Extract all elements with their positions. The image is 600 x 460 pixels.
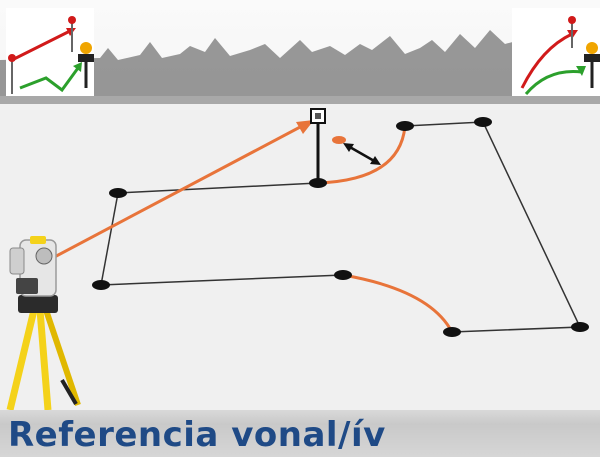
illustration-scene bbox=[0, 0, 600, 410]
prism-target-center bbox=[315, 113, 321, 119]
page-title: Referencia vonal/ív bbox=[8, 415, 386, 455]
polygon-point bbox=[571, 322, 589, 332]
polygon-point bbox=[443, 327, 461, 337]
offset-marker bbox=[332, 136, 346, 144]
skyline-backdrop bbox=[0, 30, 600, 410]
offset-arrowhead-a bbox=[343, 143, 354, 152]
offset-arrowhead-b bbox=[370, 156, 381, 165]
polygon-line-upper bbox=[117, 182, 319, 194]
polygon-point bbox=[309, 178, 327, 188]
total-station-instrument bbox=[6, 236, 81, 410]
polygon-line-right bbox=[404, 121, 582, 333]
reference-line-arc-icon bbox=[6, 8, 94, 96]
measurement-arrow bbox=[44, 124, 303, 264]
polygon-point bbox=[474, 117, 492, 127]
reference-arc-lower bbox=[342, 273, 454, 333]
polygon-point bbox=[109, 188, 127, 198]
reference-line-diagram bbox=[6, 108, 589, 410]
polygon-line-lower bbox=[100, 274, 344, 286]
measurement-arrowhead bbox=[296, 120, 314, 134]
title-bar: Referencia vonal/ív bbox=[0, 410, 600, 457]
polygon-point bbox=[396, 121, 414, 131]
polygon-point bbox=[334, 270, 352, 280]
polygon-line-left bbox=[100, 192, 119, 286]
reference-arc-upper bbox=[317, 125, 407, 185]
reference-line-arc-icon bbox=[512, 8, 600, 96]
polygon-point bbox=[92, 280, 110, 290]
offset-double-arrow bbox=[347, 144, 377, 164]
